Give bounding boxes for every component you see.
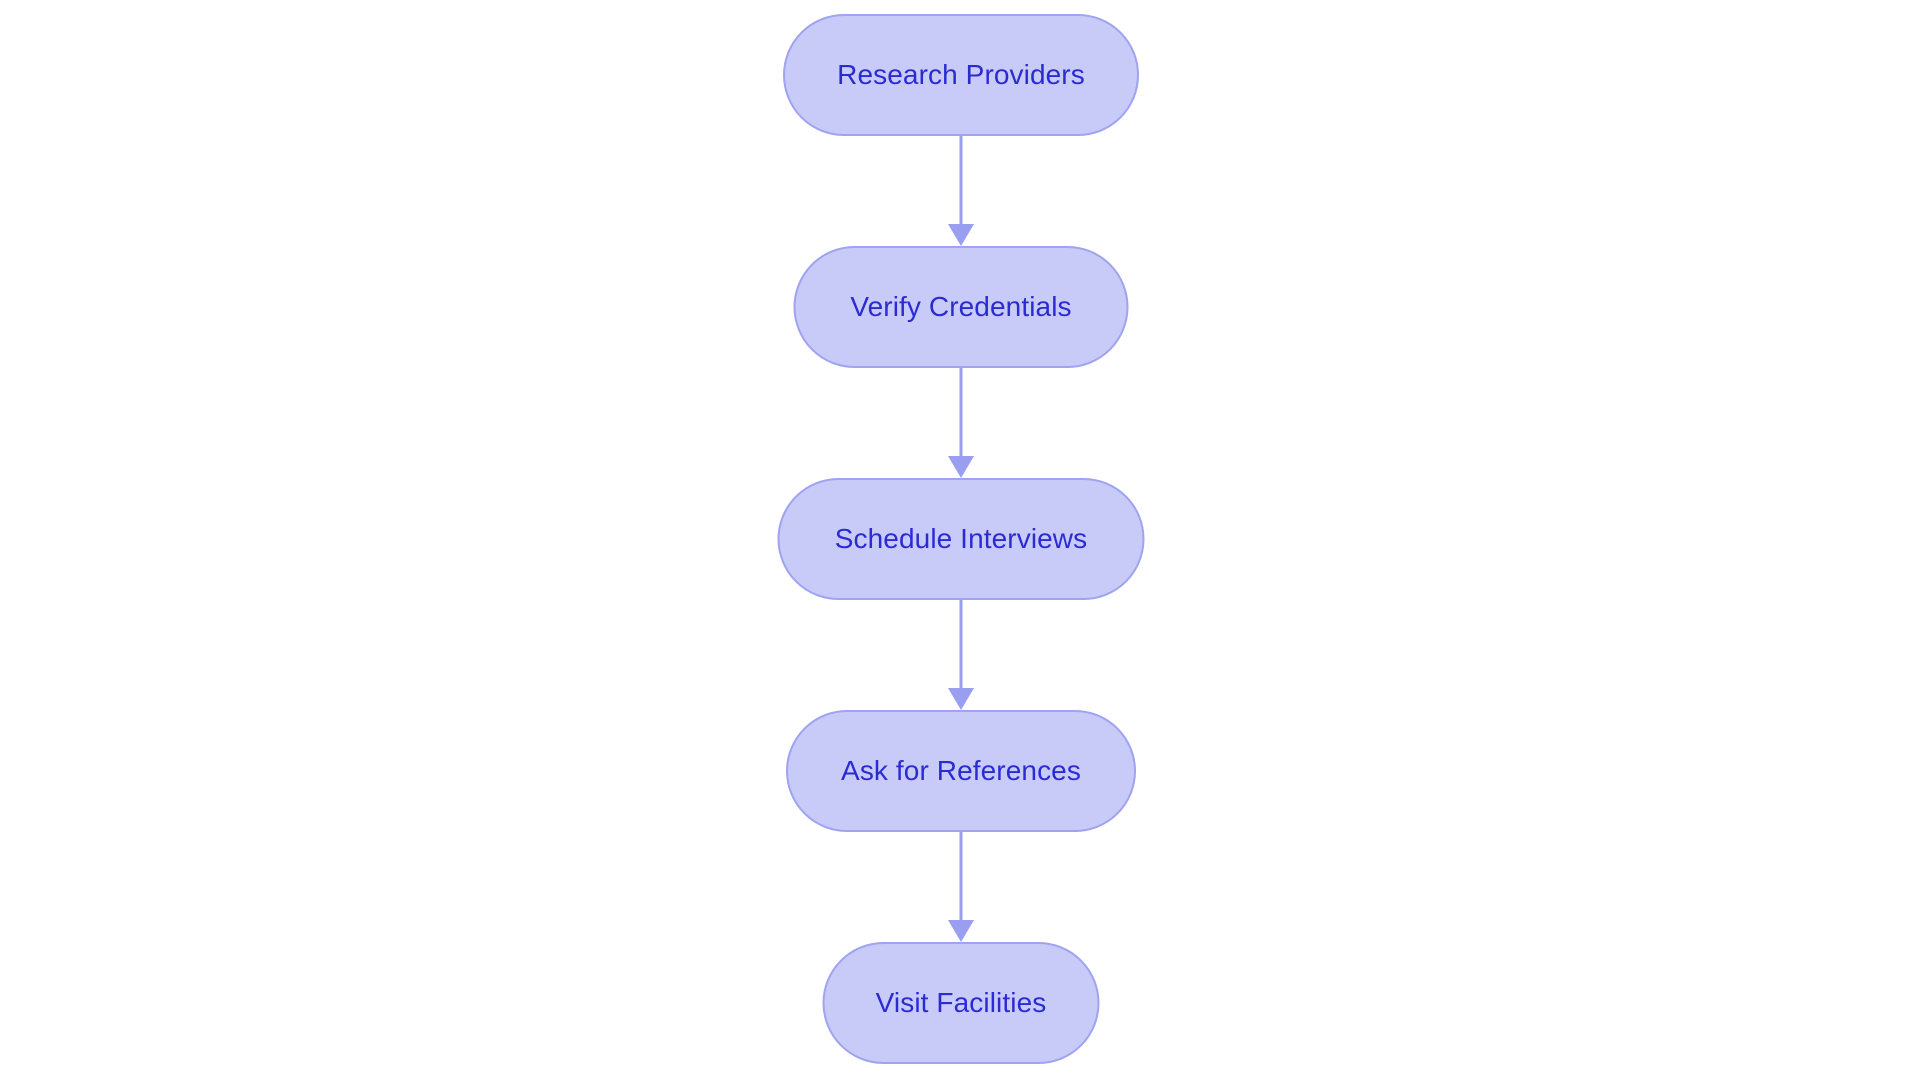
flow-edge-line xyxy=(959,600,963,690)
flow-node-label: Visit Facilities xyxy=(875,987,1047,1018)
flow-edge-arrowhead xyxy=(948,456,974,478)
flow-edge-line xyxy=(959,832,963,922)
flow-edge xyxy=(946,600,976,710)
flow-node-research-providers[interactable]: Research Providers xyxy=(783,14,1139,136)
flow-edge-line xyxy=(959,136,963,226)
flow-edge-arrowhead xyxy=(948,224,974,246)
flow-edge-line xyxy=(959,368,963,458)
flow-node-label: Research Providers xyxy=(837,59,1085,90)
flow-node-label: Schedule Interviews xyxy=(834,523,1088,554)
flow-edge xyxy=(946,368,976,478)
flow-node-verify-credentials[interactable]: Verify Credentials xyxy=(793,246,1129,368)
flow-node-label: Verify Credentials xyxy=(850,291,1072,322)
flow-node-schedule-interviews[interactable]: Schedule Interviews xyxy=(777,478,1145,600)
flow-node-visit-facilities[interactable]: Visit Facilities xyxy=(822,942,1100,1064)
flow-edge xyxy=(946,832,976,942)
flow-node-ask-for-references[interactable]: Ask for References xyxy=(786,710,1136,832)
flow-node-label: Ask for References xyxy=(841,755,1081,786)
flow-edge-arrowhead xyxy=(948,688,974,710)
flow-edge xyxy=(946,136,976,246)
flow-edge-arrowhead xyxy=(948,920,974,942)
